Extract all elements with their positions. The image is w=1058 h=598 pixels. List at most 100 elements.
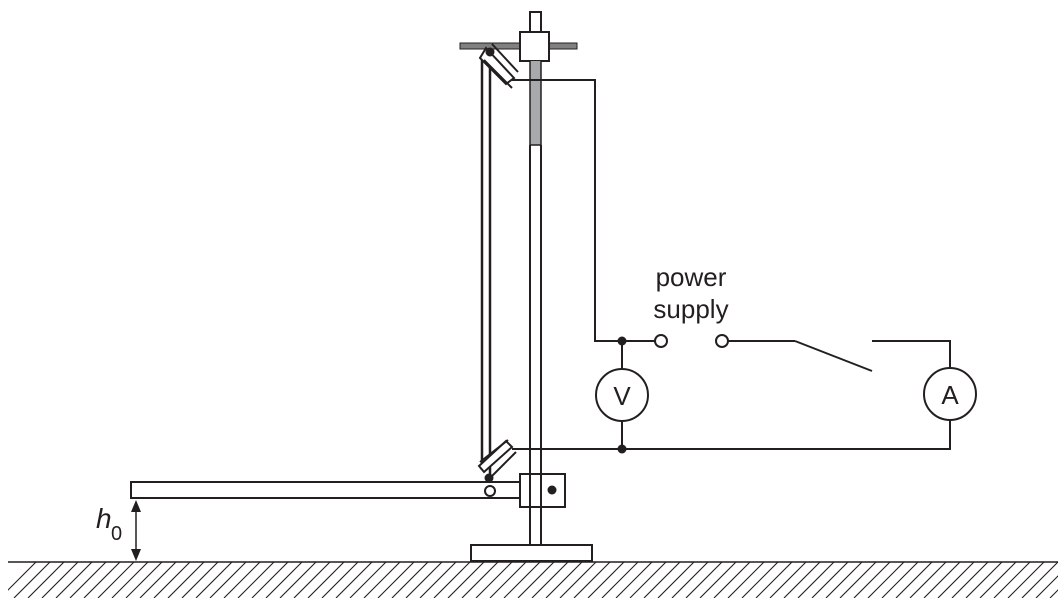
lower-boss (519, 473, 566, 508)
hatch-line (293, 562, 331, 598)
hatch-line (965, 562, 1003, 598)
hatch-line (307, 562, 345, 598)
power-supply-terminal-left (654, 334, 668, 348)
hatch-line (8, 562, 37, 591)
hatch-line (657, 562, 695, 598)
hatch-line (489, 562, 527, 598)
hatch-line (685, 562, 723, 598)
power-supply-label-line1: power (656, 262, 727, 292)
hatch-line (209, 562, 247, 598)
hatch-line (237, 562, 275, 598)
height-subscript: 0 (111, 523, 122, 545)
hatch-line (517, 562, 555, 598)
hatch-line (713, 562, 751, 598)
hatch-line (867, 562, 905, 598)
hatch-line (951, 562, 989, 598)
hatch-line (111, 562, 149, 598)
voltmeter: V (595, 368, 649, 422)
hatch-line (321, 562, 359, 598)
hatch-line (27, 562, 65, 598)
junction-top (617, 336, 627, 346)
hatch-line (1049, 589, 1058, 598)
hatch-line (335, 562, 373, 598)
wire-attachment-hole (484, 485, 496, 497)
hatch-line (13, 562, 51, 598)
hatch-line (783, 562, 821, 598)
rod-grey-section (530, 61, 541, 145)
hatch-line (181, 562, 219, 598)
hatch-line (475, 562, 513, 598)
hatch-line (769, 562, 807, 598)
hatch-line (1007, 562, 1045, 598)
hatch-line (83, 562, 121, 598)
hatch-line (853, 562, 891, 598)
hatch-line (825, 562, 863, 598)
hatch-line (125, 562, 163, 598)
hatch-line (153, 562, 191, 598)
hatch-line (895, 562, 933, 598)
voltmeter-symbol (595, 368, 649, 422)
hatch-line (937, 562, 975, 598)
hatch-line (1021, 562, 1058, 598)
power-supply-terminal-right (715, 334, 729, 348)
hatch-line (811, 562, 849, 598)
hatch-line (881, 562, 919, 598)
hatch-line (223, 562, 261, 598)
hatch-line (391, 562, 429, 598)
hatch-line (265, 562, 303, 598)
hatch-line (909, 562, 947, 598)
hatch-line (139, 562, 177, 598)
hatch-line (461, 562, 499, 598)
beam (130, 481, 564, 499)
hatch-line (545, 562, 583, 598)
ammeter-label: A (941, 380, 959, 410)
hatch-line (377, 562, 415, 598)
height-indicator (131, 500, 141, 561)
bottom-crocodile-clip (477, 439, 517, 483)
floor-hatching (8, 562, 1058, 598)
hatch-line (615, 562, 653, 598)
boss-head (519, 31, 550, 62)
hatch-line (41, 562, 79, 598)
ammeter-symbol (923, 367, 977, 421)
hatch-line (741, 562, 779, 598)
hatch-line (195, 562, 233, 598)
beam-assembly (130, 473, 566, 508)
hatch-line (433, 562, 471, 598)
hatch-line (671, 562, 709, 598)
top-crocodile-clip (478, 43, 519, 89)
hatch-line (531, 562, 569, 598)
hatch-line (587, 562, 625, 598)
hatch-line (559, 562, 597, 598)
hatch-line (363, 562, 401, 598)
hatch-line (55, 562, 93, 598)
hatch-line (755, 562, 793, 598)
test-wire (480, 55, 492, 478)
voltmeter-label: V (613, 381, 631, 411)
hatch-line (573, 562, 611, 598)
hatch-line (69, 562, 107, 598)
hatch-line (993, 562, 1031, 598)
height-label: h (96, 503, 112, 534)
hatch-line (405, 562, 443, 598)
hatch-line (167, 562, 205, 598)
hatch-line (643, 562, 681, 598)
hatch-line (349, 562, 387, 598)
power-supply-label-line2: supply (653, 294, 728, 324)
pivot-pin (547, 485, 557, 495)
hatch-line (797, 562, 835, 598)
hatch-line (279, 562, 317, 598)
hatch-line (251, 562, 289, 598)
floor (8, 561, 1058, 598)
hatch-line (629, 562, 667, 598)
junction-bottom (617, 444, 627, 454)
circuit-wires (512, 79, 951, 450)
hatch-line (419, 562, 457, 598)
hatch-line (97, 562, 135, 598)
hatch-line (923, 562, 961, 598)
clamp-bar (459, 42, 578, 50)
hatch-line (1035, 575, 1058, 598)
hatch-line (839, 562, 877, 598)
hatch-line (503, 562, 541, 598)
